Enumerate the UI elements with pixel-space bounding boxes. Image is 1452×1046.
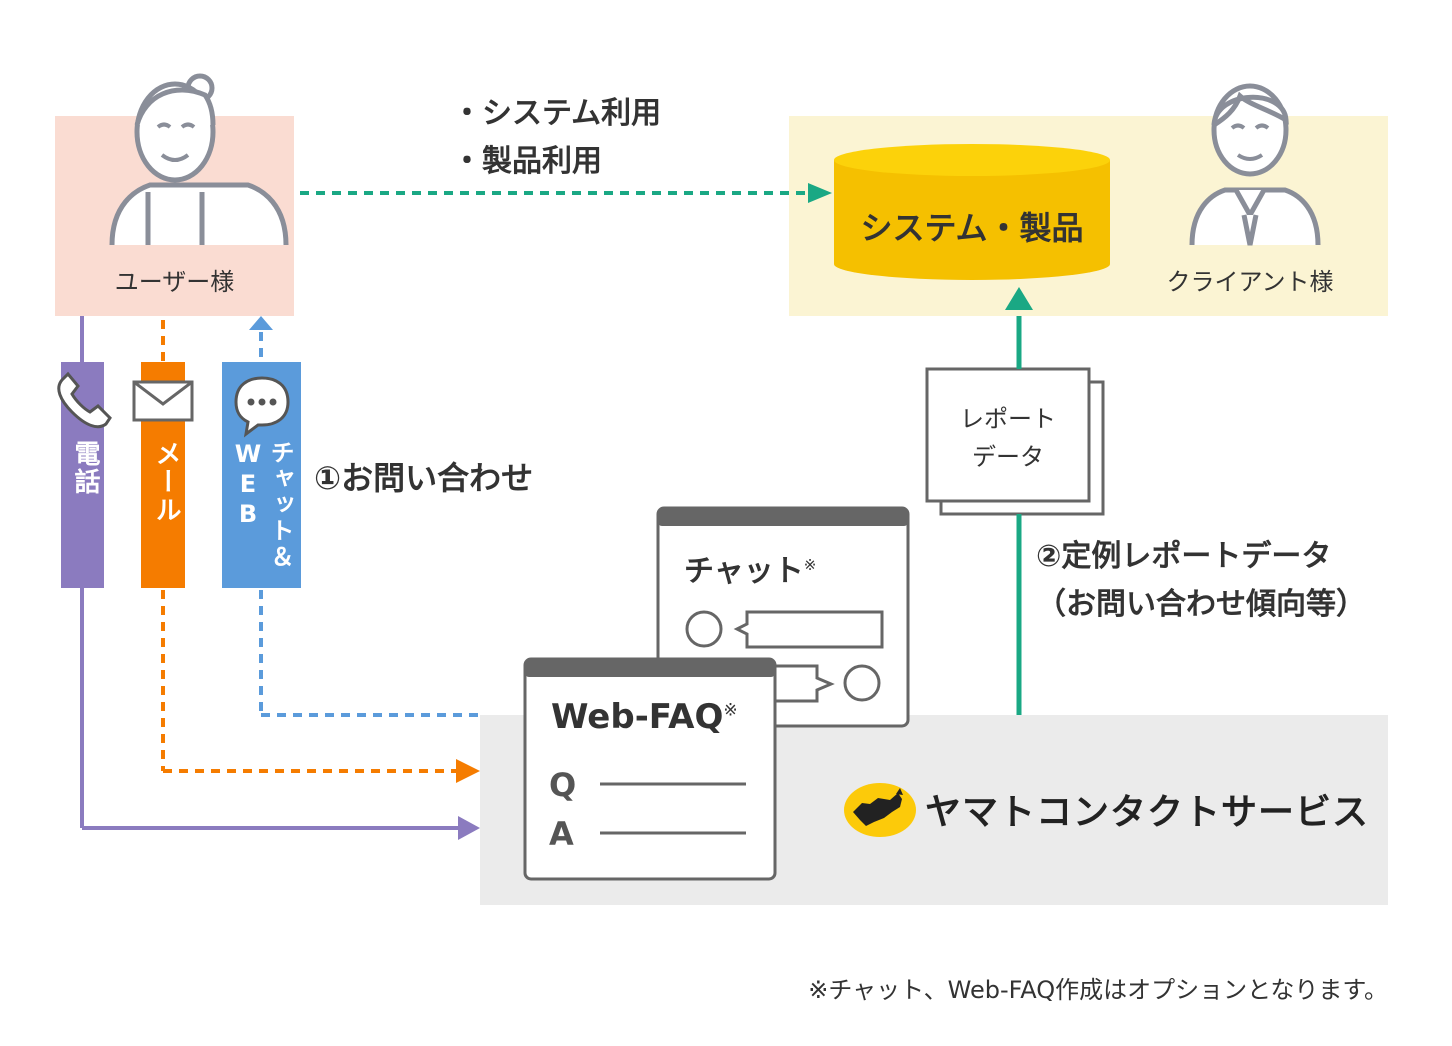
- mail-icon: [132, 380, 194, 422]
- report-data-icon: [925, 367, 1105, 516]
- mail-line: [161, 320, 480, 783]
- system-cylinder-icon: [834, 144, 1110, 280]
- client-face-features: [1230, 123, 1270, 161]
- report-arrow: [1005, 287, 1033, 715]
- faq-title-mark: ※: [723, 700, 738, 721]
- regular-report-line-1: ②定例レポートデータ: [1036, 539, 1332, 574]
- web-label: WEB: [234, 440, 262, 530]
- phone-label: 電話: [70, 440, 100, 496]
- client-label: クライアント様: [1166, 268, 1334, 296]
- chat-title-mark: ※: [803, 556, 817, 574]
- faq-title-text: Web-FAQ: [551, 697, 724, 737]
- web-faq-window: [523, 657, 777, 881]
- footnote: ※チャット、Web-FAQ作成はオプションとなります。: [808, 976, 1388, 1004]
- faq-q-label: Q: [549, 766, 577, 804]
- system-label: システム・製品: [860, 209, 1084, 247]
- chat-web-line: [249, 316, 480, 717]
- chat-bubble-icon: [234, 376, 290, 438]
- regular-report-line-2: （お問い合わせ傾向等）: [1036, 587, 1366, 622]
- user-person-icon: [109, 73, 289, 246]
- user-face-features: [156, 122, 196, 162]
- regular-report-text: ②定例レポートデータ （お問い合わせ傾向等）: [1036, 533, 1366, 629]
- faq-window-title: Web-FAQ※: [551, 697, 738, 737]
- usage-line-2: ・製品利用: [452, 144, 602, 179]
- usage-text: ・システム利用 ・製品利用: [452, 90, 661, 186]
- chat-title-text: チャット: [684, 554, 804, 589]
- faq-a-label: A: [549, 815, 574, 853]
- user-label: ユーザー様: [114, 268, 235, 296]
- inquiry-label: ①お問い合わせ: [314, 459, 534, 497]
- report-line-1: レポート: [960, 405, 1056, 433]
- report-label: レポート データ: [928, 400, 1088, 476]
- service-name: ヤマトコンタクトサービス: [925, 792, 1370, 833]
- client-person-icon: [1189, 83, 1321, 246]
- chat-window-title: チャット※: [684, 546, 816, 590]
- usage-line-1: ・システム利用: [452, 96, 662, 131]
- usage-arrowhead: [808, 183, 832, 203]
- phone-icon: [57, 371, 112, 429]
- yamato-logo-icon: [844, 783, 916, 837]
- report-line-2: データ: [972, 443, 1044, 471]
- chat-web-label: チャット＆: [266, 440, 294, 570]
- mail-label: メール: [151, 440, 181, 524]
